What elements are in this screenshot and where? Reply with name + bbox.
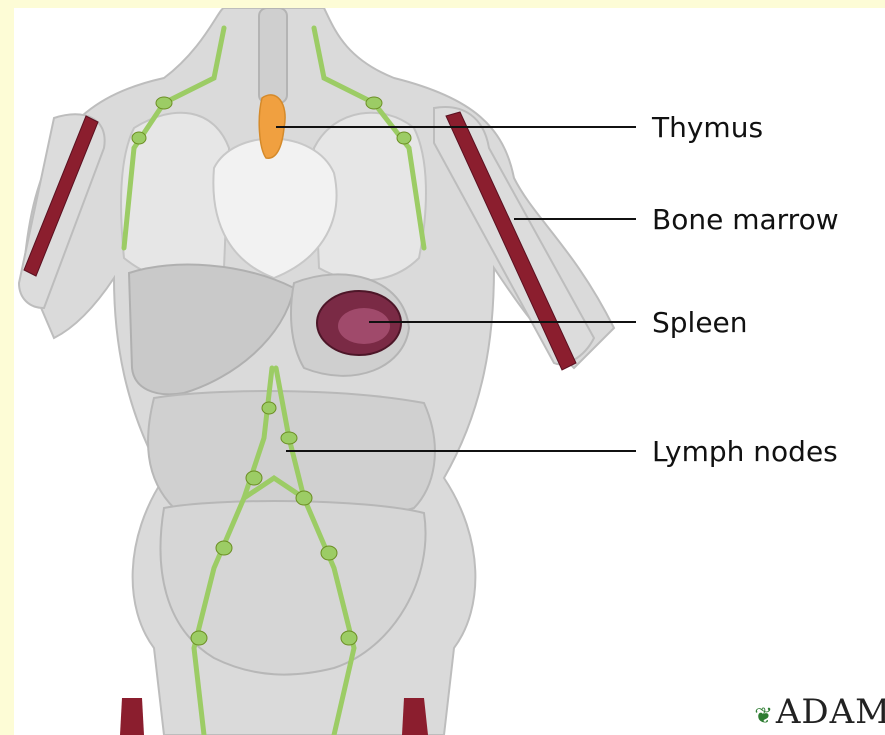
logo-text: ADAM [776, 692, 885, 732]
lymph-nodes-label: Lymph nodes [652, 438, 838, 466]
bone-marrow-leader-line [514, 218, 636, 220]
trachea [259, 8, 287, 103]
spleen-label: Spleen [652, 309, 748, 337]
anatomy-panel: Thymus Bone marrow Spleen Lymph nodes ❦A… [14, 8, 885, 735]
thymus-leader-line [276, 126, 636, 128]
spleen-leader-line [369, 321, 636, 323]
thymus-label: Thymus [652, 114, 763, 142]
adam-logo: ❦ADAM [754, 695, 885, 729]
lymph-nodes-leader-line [286, 450, 636, 452]
bone-marrow-left-femur [120, 698, 144, 735]
bone-marrow-label: Bone marrow [652, 206, 839, 234]
leaf-icon: ❦ [754, 704, 773, 729]
bone-marrow-right-femur [402, 698, 428, 735]
spleen-highlight [338, 308, 390, 344]
